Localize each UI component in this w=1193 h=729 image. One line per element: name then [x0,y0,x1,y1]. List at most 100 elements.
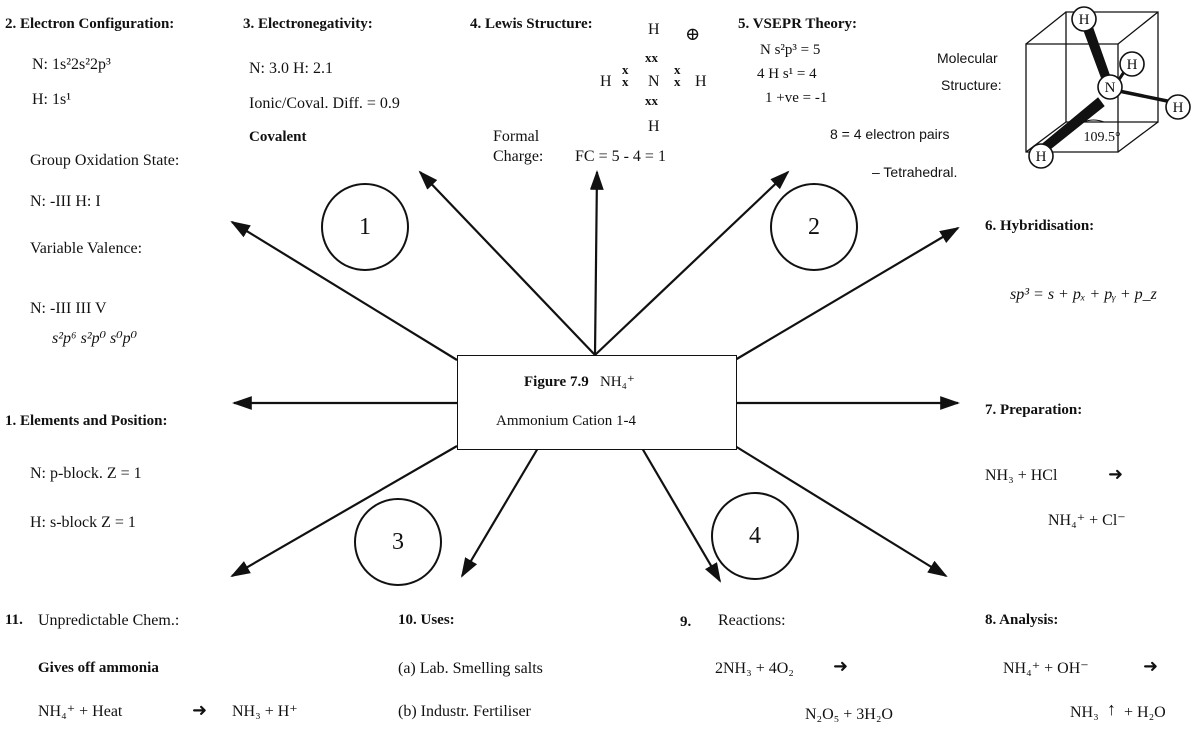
circle-1: 1 [321,183,409,271]
arrow-to-vsepr [594,170,790,356]
s2-valence-config: s²p⁶ s²p⁰ s⁰p⁰ [52,330,138,347]
s3-type: Covalent [249,129,307,145]
figure-formula: NH₄⁺ [599,374,635,390]
mol-h-right [1165,94,1191,120]
arrow-to-reactions [641,447,722,583]
mol-label-2: Structure: [941,77,1002,93]
circle-3: 3 [354,498,442,586]
mol-h-right-label: H [1173,100,1184,116]
s6-formula: sp³ = s + pₓ + pᵧ + p_z [1010,286,1157,303]
s9-title: Reactions: [718,612,786,629]
s2-title: 2. Electron Configuration: [5,16,175,32]
arrow-to-hybridisation [734,226,960,361]
s6-title: 6. Hybridisation: [985,218,1095,234]
lewis-pair-right-a: x [674,62,681,77]
s1-title: 1. Elements and Position: [5,413,168,429]
s1-h: H: s-block Z = 1 [30,514,136,531]
s11-lhs: NH₄⁺ + Heat [38,703,123,720]
lewis-pair-left-b: x [622,73,629,89]
s5-pairs: 8 = 4 electron pairs [830,126,950,142]
s2-h-config: H: 1s¹ [32,91,72,108]
figure-label: Figure 7.9 [524,374,589,390]
s1-n: N: p-block. Z = 1 [30,465,142,482]
s7-line2: NH₄⁺ + Cl⁻ [1048,512,1126,529]
s2-n-config: N: 1s²2s²2p³ [32,56,111,73]
s11-num: 11. [5,612,23,628]
s4-formal-label: Formal [493,128,540,145]
s9-num: 9. [680,614,692,630]
lewis-h-top: H [648,21,660,38]
molecule-cube-diagram: H H N H H 109.5° [1025,6,1191,169]
lewis-h-right: H [695,73,707,90]
s5-line3: 1 +ve = -1 [765,90,828,106]
arrow-to-lewis [589,170,604,356]
s8-rhs-b: + H₂O [1124,704,1166,721]
s9-arrow-icon: ➜ [833,656,849,676]
arrow-to-electronegativity [418,170,596,356]
figure-caption: Figure 7.9 NH₄⁺ [524,374,635,391]
lewis-pair-top: xx [645,50,658,65]
arrow-to-analysis [734,445,948,578]
bond-wedge-bottom [1039,97,1105,155]
lewis-pair-bottom: xx [645,93,658,108]
s11-line1: Gives off ammonia [38,660,159,676]
s8-rhs-a: NH₃ [1070,704,1099,721]
s11-title: Unpredictable Chem.: [38,612,180,629]
s7-arrow-icon: ➜ [1108,464,1124,484]
mol-h-bottom [1028,143,1054,169]
s11-arrow-icon: ➜ [192,700,208,720]
s4-title: 4. Lewis Structure: [470,16,593,32]
s9-lhs: 2NH₃ + 4O₂ [715,660,794,677]
up-arrow-icon: ↑ [1107,699,1116,719]
s9-rhs: N₂O₅ + 3H₂O [805,706,893,723]
mol-h-right-back [1119,51,1145,77]
s4-formal-value: FC = 5 - 4 = 1 [575,148,666,165]
mol-n-label: N [1105,80,1116,96]
s11-rhs: NH₃ + H⁺ [232,703,298,720]
mol-angle-label: 109.5° [1083,130,1120,145]
circle-2: 2 [770,183,858,271]
lewis-h-bottom: H [648,118,660,135]
s10-a: (a) Lab. Smelling salts [398,660,543,677]
mol-h-bottom-label: H [1036,149,1047,165]
s4-charge-label: Charge: [493,148,544,165]
mol-label-1: Molecular [937,50,998,66]
s5-line2: 4 H s¹ = 4 [757,66,817,82]
s3-diff: Ionic/Coval. Diff. = 0.9 [249,95,400,112]
circle-4: 4 [711,492,799,580]
mol-n-center [1097,74,1123,100]
s5-title: 5. VSEPR Theory: [738,16,858,32]
mol-h-right-back-label: H [1127,57,1138,73]
s2-group-title: Group Oxidation State: [30,152,180,169]
lewis-n-center: N [648,73,660,90]
arrow-to-uses [460,447,539,578]
s8-arrow-icon: ➜ [1143,656,1159,676]
arrow-to-electron-config [230,220,458,361]
positive-charge-icon: ⊕ [685,24,701,44]
s2-valence-title: Variable Valence: [30,240,143,257]
s3-title: 3. Electronegativity: [243,16,373,32]
center-box: Figure 7.9 NH₄⁺ Ammonium Cation 1-4 [457,355,737,450]
mol-h-top-label: H [1079,12,1090,28]
s10-b: (b) Industr. Fertiliser [398,703,531,720]
s2-valence-value: N: -III III V [30,300,107,317]
s8-lhs: NH₄⁺ + OH⁻ [1003,660,1089,677]
s5-shape: – Tetrahedral. [872,164,958,180]
s2-group-value: N: -III H: I [30,193,101,210]
s5-line1: N s²p³ = 5 [760,42,821,58]
mol-h-top [1071,6,1097,32]
lewis-pair-left-a: x [622,62,629,77]
lewis-h-left: H [600,73,612,90]
lewis-pair-right-b: x [674,73,681,89]
s8-title: 8. Analysis: [985,612,1059,628]
arrow-to-unpredictable [230,445,458,577]
s7-line1: NH₃ + HCl [985,467,1058,484]
figure-subtitle: Ammonium Cation 1-4 [496,413,636,429]
s3-values: N: 3.0 H: 2.1 [249,60,333,77]
s10-title: 10. Uses: [398,612,455,628]
s7-title: 7. Preparation: [985,402,1083,418]
